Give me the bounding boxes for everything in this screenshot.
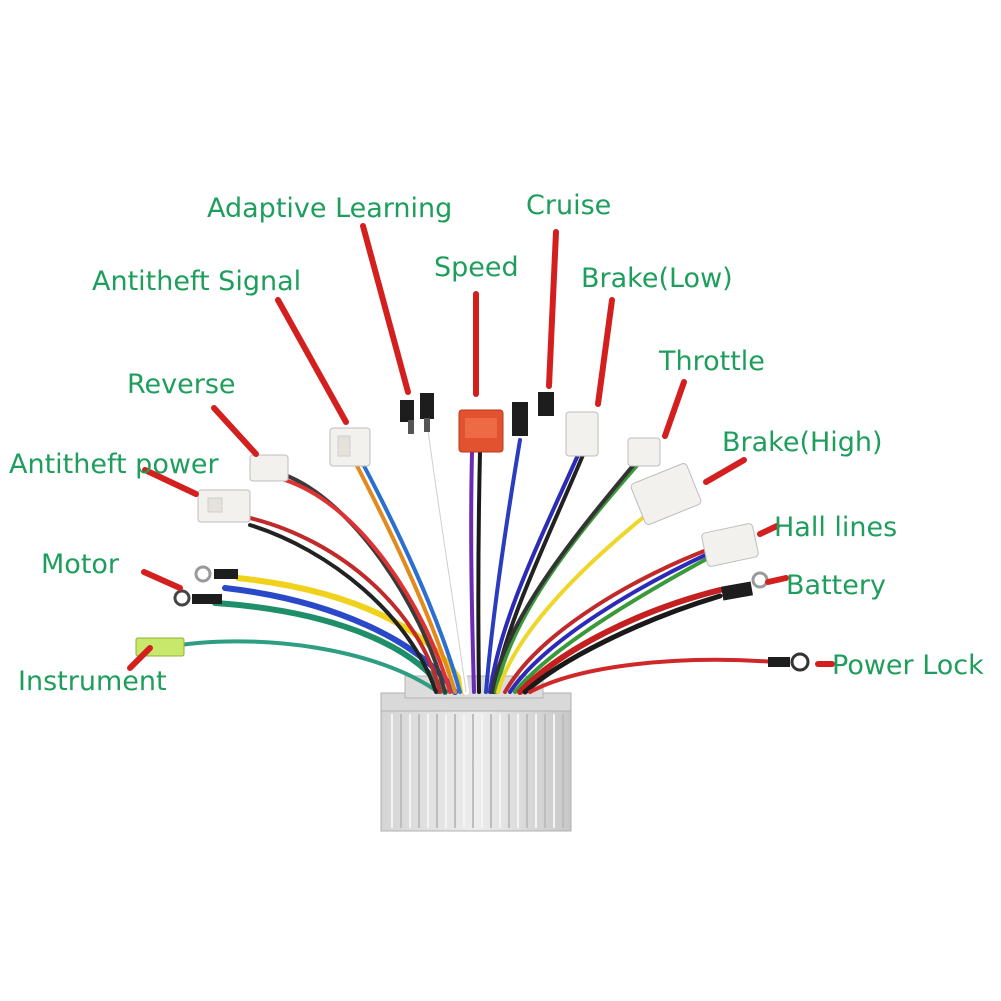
connector-antitheft-power	[197, 489, 251, 523]
pointer-antitheft-power	[142, 467, 199, 497]
wire-antitheft-signal-2	[360, 460, 462, 694]
pointer-motor	[141, 569, 183, 591]
label-reverse: Reverse	[127, 369, 236, 400]
label-throttle: Throttle	[658, 346, 765, 377]
label-antitheft-signal: Antitheft Signal	[92, 266, 301, 297]
connector-adaptive-learning	[400, 393, 434, 434]
wire-hall-3	[513, 554, 714, 694]
wire-throttle-2	[490, 460, 638, 694]
pointer-cruise	[546, 229, 559, 389]
label-cruise: Cruise	[526, 190, 611, 221]
controller-housing	[380, 675, 572, 832]
label-hall-lines: Hall lines	[774, 512, 897, 543]
pointer-battery	[765, 575, 789, 585]
connector-throttle	[627, 437, 661, 467]
wire-hall-2	[508, 550, 714, 694]
wire-hall-1	[503, 546, 714, 694]
label-power-lock: Power Lock	[832, 650, 984, 681]
wire-battery-red	[517, 587, 723, 695]
pointer-reverse	[211, 405, 259, 457]
wire-throttle-1	[494, 460, 642, 694]
connector-antitheft-signal	[329, 427, 371, 467]
wire-antitheft-power-red	[248, 516, 442, 694]
label-adaptive-learning: Adaptive Learning	[207, 193, 452, 224]
label-instrument: Instrument	[18, 666, 167, 697]
wire-antitheft-signal-1	[353, 460, 457, 694]
wire-antitheft-power-black	[248, 523, 438, 694]
pointer-throttle	[662, 379, 687, 439]
labels: Adaptive Learning Cruise Speed Antitheft…	[9, 190, 984, 697]
connector-brake-high	[630, 463, 702, 525]
label-brake-high: Brake(High)	[722, 427, 883, 458]
label-battery: Battery	[786, 570, 886, 601]
pointer-antitheft-signal	[275, 297, 349, 425]
pointer-instrument	[127, 645, 153, 671]
pointer-adaptive-learning	[360, 223, 411, 395]
connector-battery	[721, 571, 769, 601]
wire-cruise	[484, 438, 522, 694]
wire-adaptive-learning-edge	[427, 429, 467, 693]
housing-fins	[391, 714, 564, 828]
wire-reverse-1	[283, 473, 447, 694]
pointer-lines	[127, 223, 835, 671]
wire-bundle	[158, 427, 777, 695]
wire-instrument	[158, 639, 440, 694]
label-brake-low: Brake(Low)	[581, 263, 733, 294]
label-motor: Motor	[41, 549, 120, 580]
wire-speed-1	[469, 450, 476, 694]
pointer-hall-lines	[757, 523, 780, 537]
pointer-brake-low	[595, 297, 615, 407]
wire-brake-high-yellow	[496, 510, 652, 694]
connector-motor	[173, 565, 238, 607]
connector-speed	[458, 409, 504, 453]
wire-brake-low-1	[488, 453, 580, 694]
label-antitheft-power: Antitheft power	[9, 449, 220, 480]
connector-reverse	[249, 454, 289, 482]
label-speed: Speed	[434, 252, 519, 283]
connector-cruise	[512, 392, 554, 436]
wire-power-lock	[528, 657, 777, 694]
connector-brake-low	[565, 411, 599, 457]
wire-reverse-2	[283, 478, 452, 694]
pointer-brake-high	[703, 457, 747, 485]
wire-battery-black	[522, 593, 723, 695]
connectors	[135, 392, 810, 672]
connector-hall-lines	[701, 523, 759, 567]
wire-speed-2	[476, 450, 482, 694]
connector-power-lock	[768, 652, 810, 672]
